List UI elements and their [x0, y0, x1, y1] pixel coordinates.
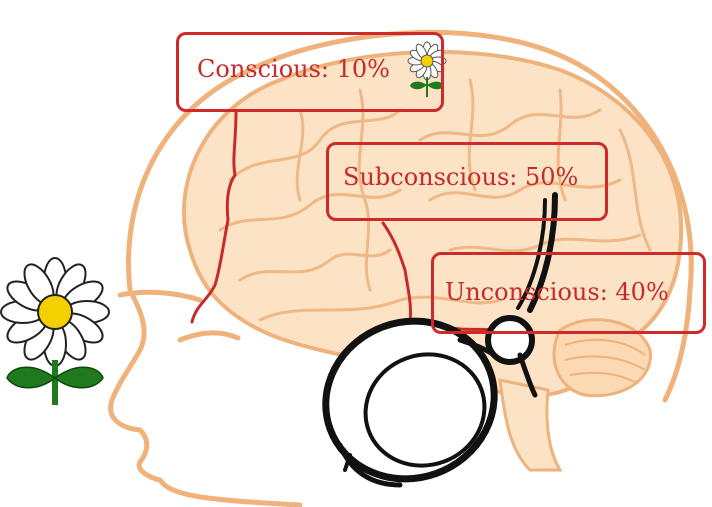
- conscious-label: Conscious: 10%: [197, 55, 390, 83]
- small-daisy-flower-icon: [407, 41, 447, 97]
- head-outline: [108, 29, 694, 507]
- headphones-icon: [322, 192, 558, 488]
- subconscious-label: Subconscious: 50%: [343, 163, 579, 191]
- brain-illustration: [182, 49, 684, 472]
- unconscious-label-box: [431, 252, 706, 334]
- unconscious-label: Unconscious: 40%: [445, 278, 669, 306]
- subconscious-label-box: [326, 142, 608, 221]
- daisy-flower-icon: [0, 257, 110, 405]
- conscious-label-box: [176, 32, 444, 112]
